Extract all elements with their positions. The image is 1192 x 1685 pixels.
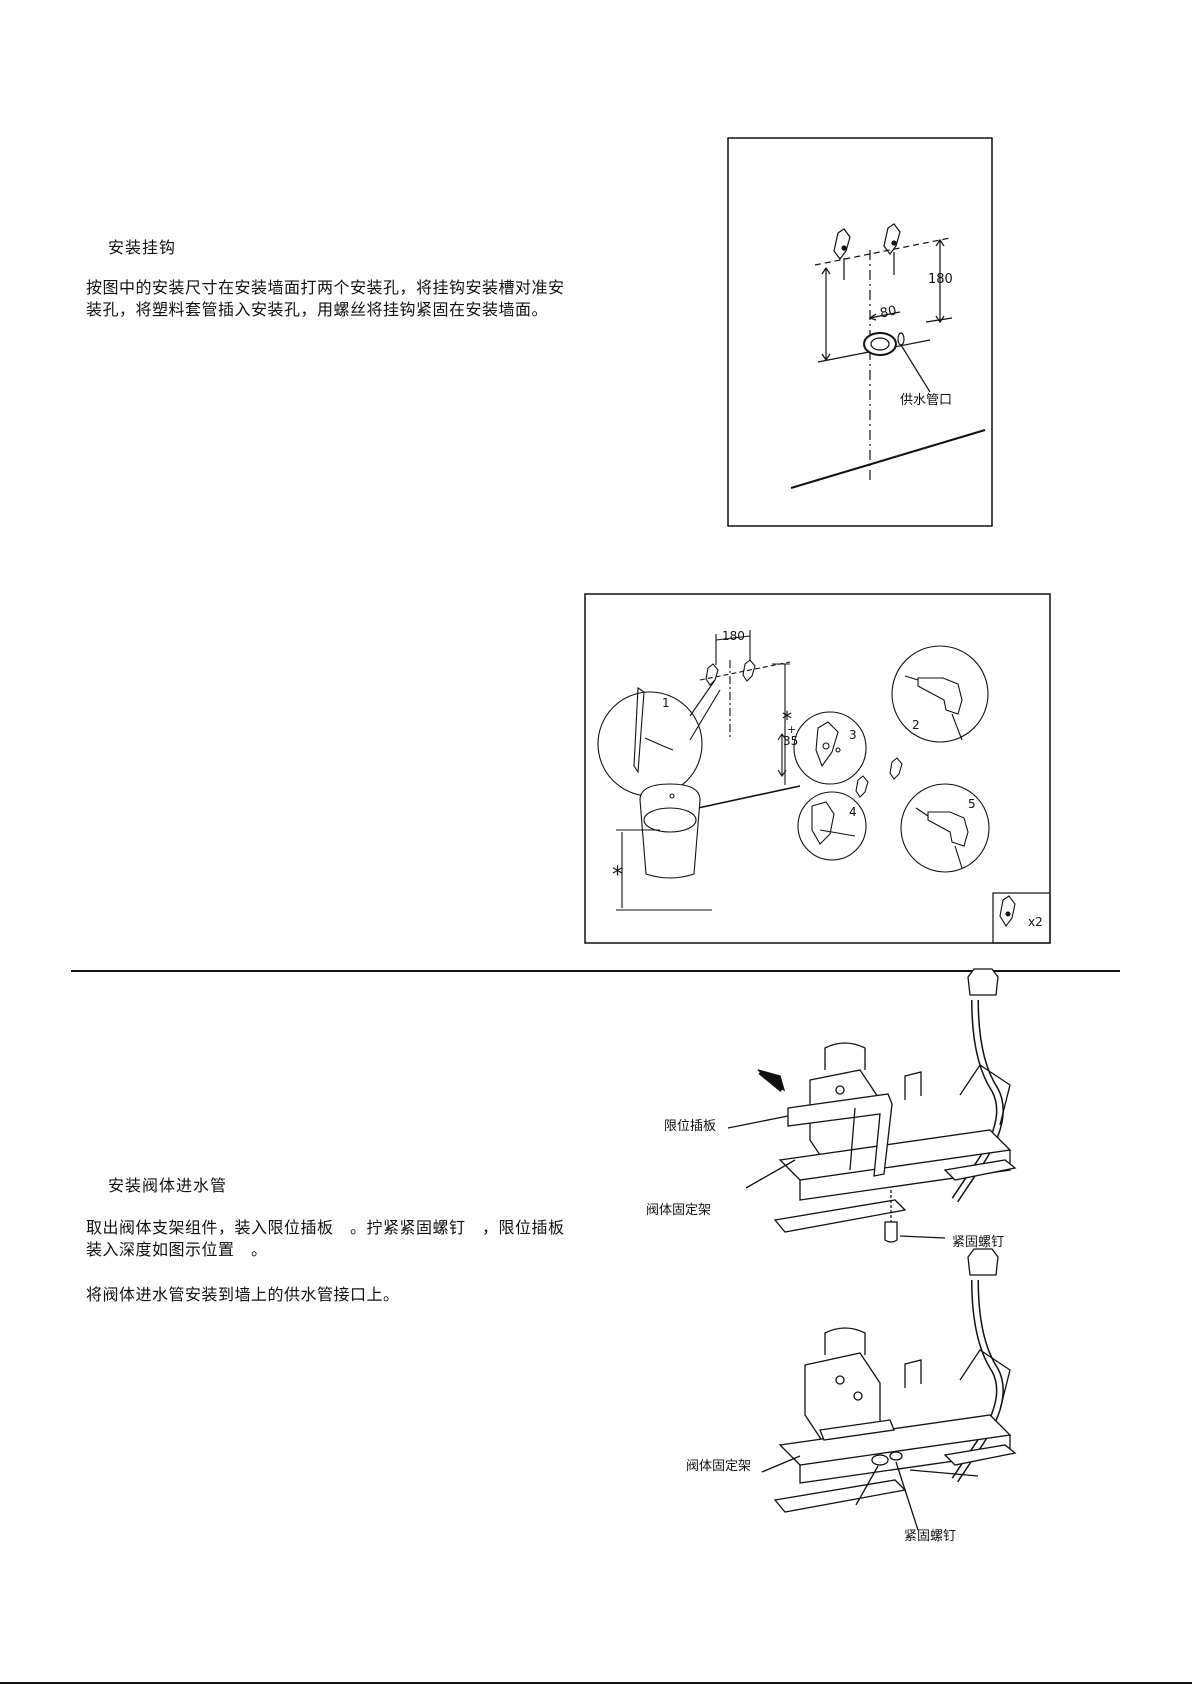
figure1-dim-180: 180 bbox=[928, 272, 953, 287]
figure2-drawing bbox=[598, 630, 1015, 926]
figure2-frame bbox=[585, 594, 1050, 943]
figure2-dim-35-plus: + bbox=[787, 723, 796, 736]
figure4-bracket-label: 阀体固定架 bbox=[686, 1459, 751, 1474]
figure3-drawing bbox=[728, 969, 1015, 1242]
page-bottom-line bbox=[0, 1682, 1192, 1684]
figure1-drawing bbox=[791, 224, 985, 488]
section1-paragraph: 按图中的安装尺寸在安装墙面打两个安装孔，将挂钩安装槽对准安装孔，将塑料套管插入安… bbox=[86, 277, 576, 321]
section-divider bbox=[71, 970, 1120, 972]
figure2-star-top: * bbox=[782, 707, 792, 731]
figure2-dim-180: 180 bbox=[722, 629, 745, 643]
figure4-screw-label: 紧固螺钉 bbox=[904, 1529, 956, 1544]
figure2-star-bottom: * bbox=[612, 863, 623, 888]
figure2-dim-35: 35 bbox=[783, 734, 798, 748]
figure2-step-5: 5 bbox=[968, 797, 976, 811]
figure2-step-2: 2 bbox=[912, 718, 920, 732]
figure1-supply-label: 供水管口 bbox=[900, 393, 952, 408]
figure1-dim-80: 80 bbox=[879, 303, 898, 321]
figure2-step-1: 1 bbox=[662, 696, 670, 710]
figure4-drawing bbox=[762, 1249, 1015, 1530]
figure2-qty: x2 bbox=[1028, 915, 1043, 929]
figure2-step-4: 4 bbox=[849, 805, 857, 819]
figure3-plate-label: 限位插板 bbox=[664, 1119, 716, 1134]
figure1-frame bbox=[728, 138, 992, 526]
section1-heading: 安装挂钩 bbox=[108, 234, 176, 258]
figure2-step-3: 3 bbox=[849, 728, 857, 742]
section2-paragraph1: 取出阀体支架组件，装入限位插板 。拧紧紧固螺钉 ，限位插板装入深度如图示位置 。 bbox=[86, 1217, 576, 1261]
section2-heading: 安装阀体进水管 bbox=[108, 1172, 227, 1196]
figure3-bracket-label: 阀体固定架 bbox=[646, 1203, 711, 1218]
section2-paragraph2: 将阀体进水管安装到墙上的供水管接口上。 bbox=[86, 1284, 576, 1306]
figure3-screw-label: 紧固螺钉 bbox=[952, 1235, 1004, 1250]
